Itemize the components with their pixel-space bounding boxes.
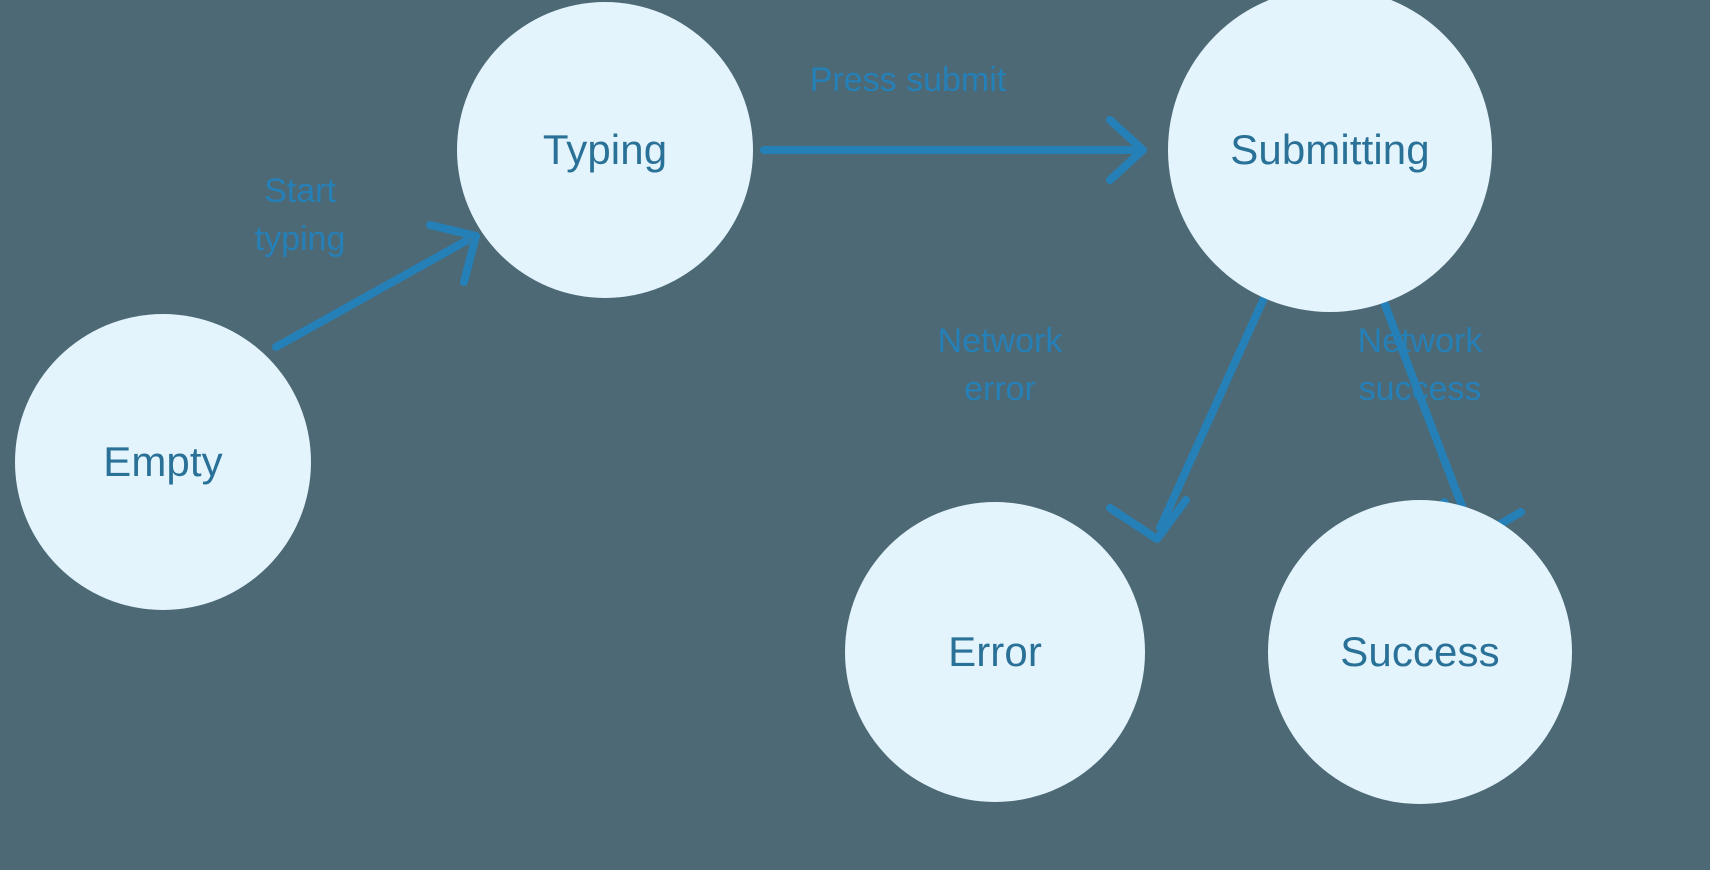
edge-line [1156, 292, 1269, 532]
state-node-typing[interactable]: Typing [457, 2, 753, 298]
arrowhead-icon [1106, 116, 1147, 184]
edge-label-network-error: Network error [937, 322, 1063, 409]
state-node-error[interactable]: Error [845, 502, 1145, 802]
edge-label-network-success: Network success [1357, 322, 1483, 409]
state-node-label: Empty [103, 437, 223, 485]
state-node-label: Error [948, 627, 1042, 675]
state-node-label: Typing [542, 125, 668, 173]
edge-label-press-submit: Press submit [809, 61, 1007, 99]
state-node-submitting[interactable]: Submitting [1168, 0, 1492, 312]
state-node-label: Submitting [1230, 125, 1430, 173]
edge-label-start-typing: Start typing [254, 172, 346, 259]
edge-typing-to-submitting [760, 116, 1147, 184]
arrowhead-icon [426, 221, 480, 286]
state-node-success[interactable]: Success [1268, 500, 1572, 804]
state-node-empty[interactable]: Empty [15, 314, 311, 610]
state-node-label: Success [1340, 627, 1500, 675]
arrowhead-icon [1106, 496, 1190, 543]
